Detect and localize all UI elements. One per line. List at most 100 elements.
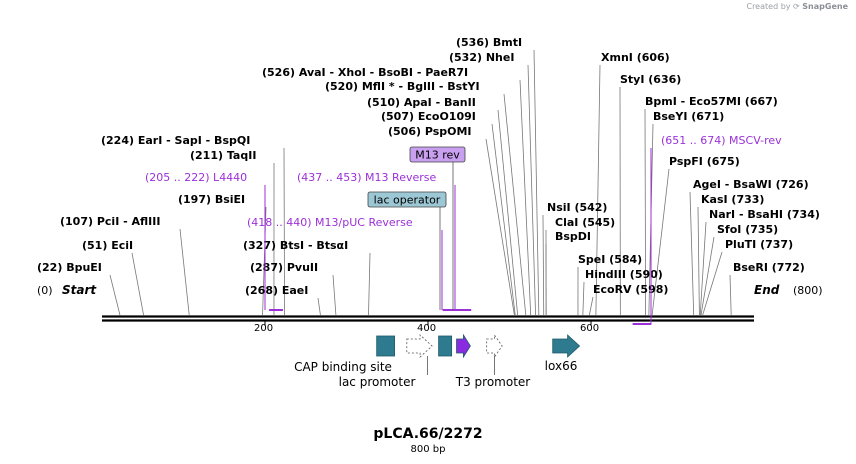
site-leader-line bbox=[283, 147, 285, 316]
site-leader-line bbox=[368, 252, 371, 316]
site-label: BseYI (671) bbox=[653, 110, 724, 123]
plasmid-size: 800 bp bbox=[411, 444, 446, 455]
site-label: (507) EcoO109I bbox=[381, 110, 476, 123]
site-leader-line bbox=[109, 274, 121, 316]
primer-range: (651 .. 674) bbox=[661, 134, 726, 147]
site-leader-line bbox=[491, 123, 516, 316]
site-leader-line bbox=[651, 168, 670, 316]
site-label: ClaI (545) bbox=[555, 216, 615, 229]
primer-range: (437 .. 453) bbox=[297, 171, 362, 184]
end-pos: (800) bbox=[793, 284, 823, 297]
site-leader-line bbox=[497, 109, 519, 316]
site-leader-line bbox=[644, 108, 647, 316]
site-label: (506) PspOMI bbox=[388, 125, 472, 138]
site-label: (536) BmtI bbox=[456, 36, 522, 49]
site-leader-line bbox=[179, 228, 190, 316]
plasmid-name: pLCA.66/2272 bbox=[373, 426, 482, 442]
primer-range: (205 .. 222) bbox=[145, 171, 210, 184]
feature-callout-label: lac operator bbox=[374, 194, 441, 207]
primer-label: (651 .. 674) MSCV-rev bbox=[661, 134, 782, 147]
feature-callout-label: M13 rev bbox=[415, 149, 460, 162]
feature-arrow bbox=[456, 333, 471, 359]
site-label: (532) NheI bbox=[449, 51, 514, 64]
site-leader-line bbox=[689, 191, 695, 316]
tick-label: 200 bbox=[254, 323, 273, 334]
snapgene-credit: Created by ⟳ SnapGene bbox=[746, 2, 848, 11]
feature-box bbox=[438, 335, 453, 357]
site-label: (22) BpuEI bbox=[37, 261, 102, 274]
primer-label: (418 .. 440) M13/pUC Reverse bbox=[247, 216, 413, 229]
credit-brand: SnapGene bbox=[802, 2, 848, 11]
feature-callout-box bbox=[409, 146, 466, 163]
start-pos: (0) bbox=[37, 284, 53, 297]
site-leader-line bbox=[317, 297, 321, 316]
end-label: End bbox=[754, 283, 780, 297]
site-leader-line bbox=[595, 64, 601, 316]
primer-range: (418 .. 440) bbox=[247, 216, 312, 229]
site-leader-line bbox=[519, 79, 532, 316]
primer-label: (437 .. 453) M13 Reverse bbox=[297, 171, 436, 184]
site-leader-line bbox=[702, 251, 723, 316]
site-leader-line bbox=[332, 274, 337, 316]
site-label: (520) MflI * - BglII - BstYI bbox=[325, 80, 480, 93]
site-leader-line bbox=[131, 252, 144, 316]
site-label: NsiI (542) bbox=[547, 201, 607, 214]
primer-name: M13 Reverse bbox=[362, 171, 437, 184]
site-label: BseRI (772) bbox=[733, 261, 805, 274]
site-label: PluTI (737) bbox=[725, 238, 793, 251]
feature-label: lac promoter bbox=[339, 375, 416, 389]
feature-arrow bbox=[552, 334, 581, 358]
site-label: BpmI - Eco57MI (667) bbox=[645, 95, 778, 108]
site-label: (327) BtsI - BtsαI bbox=[243, 239, 348, 252]
site-label: PspFI (675) bbox=[669, 155, 740, 168]
site-label: XmnI (606) bbox=[601, 51, 670, 64]
primers: (205 .. 222) L4440 (418 .. 440) M13/pUC R… bbox=[145, 134, 782, 325]
tick-label: 400 bbox=[417, 323, 436, 334]
site-label: (510) ApaI - BanII bbox=[367, 96, 476, 109]
site-label: KasI (733) bbox=[701, 193, 764, 206]
site-leader-line bbox=[527, 64, 536, 316]
site-leader-line bbox=[588, 296, 594, 316]
feature-label: CAP binding site bbox=[294, 360, 392, 374]
site-label: NarI - BsaHI (734) bbox=[709, 208, 820, 221]
primer-name: M13/pUC Reverse bbox=[312, 216, 413, 229]
site-leader-line bbox=[729, 274, 732, 316]
feature-label: lox66 bbox=[545, 359, 578, 373]
site-label: (197) BsiEI bbox=[178, 193, 245, 206]
feature-label: T3 promoter bbox=[455, 375, 531, 389]
site-leader-line bbox=[485, 138, 515, 316]
snapgene-logo-icon: ⟳ bbox=[793, 2, 800, 11]
primer-name: MSCV-rev bbox=[726, 134, 783, 147]
backbone bbox=[102, 315, 754, 322]
site-label: StyI (636) bbox=[620, 73, 681, 86]
primer-label: (205 .. 222) L4440 bbox=[145, 171, 247, 184]
site-label: (287) PvuII bbox=[250, 261, 318, 274]
site-leaders bbox=[109, 49, 732, 316]
site-label: HindIII (590) bbox=[585, 268, 663, 281]
site-label: (526) AvaI - XhoI - BsoBI - PaeR7I bbox=[262, 66, 468, 79]
feature-arrow bbox=[406, 334, 433, 358]
site-label: SfoI (735) bbox=[717, 223, 778, 236]
site-label: SpeI (584) bbox=[578, 253, 642, 266]
site-leader-line bbox=[503, 93, 527, 316]
site-label: AgeI - BsaWI (726) bbox=[693, 178, 809, 191]
site-label: (224) EarI - SapI - BspQI bbox=[101, 134, 250, 147]
credit-prefix: Created by bbox=[746, 2, 791, 11]
site-leader-line bbox=[697, 206, 700, 316]
primer-name: L4440 bbox=[210, 171, 248, 184]
site-leader-line bbox=[699, 221, 707, 316]
site-leader-line bbox=[533, 49, 540, 316]
feature-arrow bbox=[486, 333, 503, 359]
start-label: Start bbox=[62, 283, 97, 297]
site-label: (211) TaqII bbox=[190, 149, 256, 162]
site-leader-line bbox=[582, 281, 585, 316]
feature-box bbox=[376, 335, 395, 357]
site-leader-line bbox=[700, 236, 715, 316]
site-label: BspDI bbox=[555, 230, 591, 243]
site-label: (107) PciI - AflIII bbox=[60, 215, 160, 228]
site-label: (51) EciI bbox=[82, 239, 133, 252]
site-labels: (22) BpuEI (51) EciI (107) PciI - AflIII (1… bbox=[37, 36, 820, 297]
